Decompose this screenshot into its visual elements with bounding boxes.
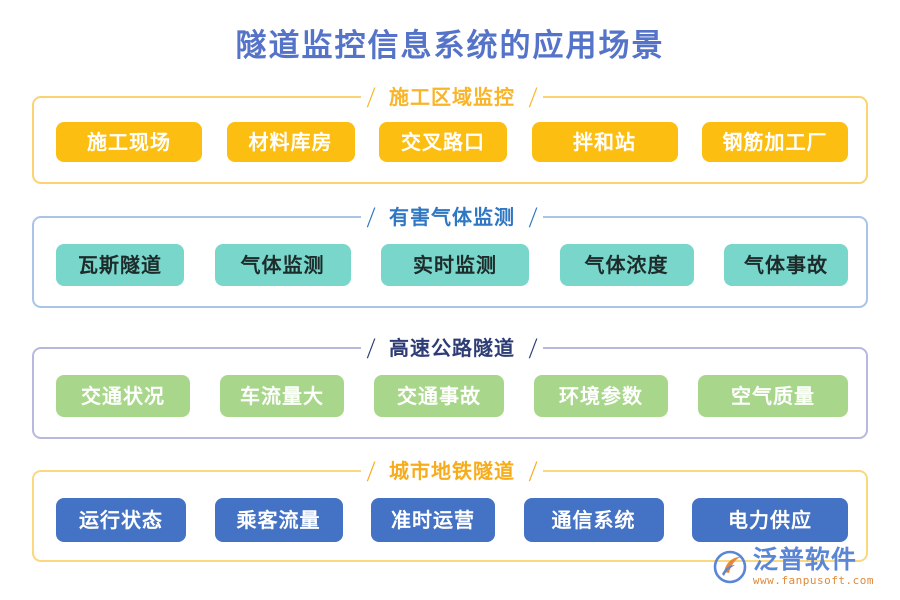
- pill-item[interactable]: 材料库房: [226, 122, 355, 162]
- fanpu-logo-icon: [713, 550, 747, 584]
- pill-item[interactable]: 电力供应: [692, 498, 848, 542]
- section-header: / 高速公路隧道 /: [34, 334, 870, 362]
- pill-item[interactable]: 实时监测: [381, 244, 529, 286]
- section-header: / 有害气体监测 /: [34, 203, 870, 231]
- watermark-brand: 泛普软件: [752, 545, 857, 574]
- pill-row: 施工现场 材料库房 交叉路口 拌和站 钢筋加工厂: [34, 122, 870, 162]
- section-header: / 城市地铁隧道 /: [34, 457, 870, 485]
- pill-item[interactable]: 交叉路口: [379, 122, 507, 162]
- pill-item[interactable]: 钢筋加工厂: [702, 122, 848, 162]
- pill-item[interactable]: 运行状态: [56, 498, 186, 542]
- pill-item[interactable]: 拌和站: [531, 122, 678, 162]
- slash-left-decor: /: [365, 203, 376, 231]
- pill-item[interactable]: 乘客流量: [214, 498, 343, 542]
- pill-item[interactable]: 准时运营: [371, 498, 495, 542]
- slash-right-decor: /: [528, 203, 539, 231]
- pill-item[interactable]: 气体事故: [724, 244, 848, 286]
- section-title: 有害气体监测: [389, 205, 515, 229]
- slash-right-decor: /: [528, 457, 539, 485]
- pill-row: 瓦斯隧道 气体监测 实时监测 气体浓度 气体事故: [34, 244, 870, 286]
- pill-item[interactable]: 交通事故: [374, 375, 504, 417]
- slash-right-decor: /: [528, 334, 539, 362]
- section-highway-tunnel: / 高速公路隧道 / 交通状况 车流量大 交通事故 环境参数 空气质量: [32, 334, 870, 439]
- section-construction-area-monitoring: / 施工区域监控 / 施工现场 材料库房 交叉路口 拌和站 钢筋加工厂: [32, 83, 870, 184]
- pill-item[interactable]: 环境参数: [534, 375, 668, 417]
- section-title: 施工区域监控: [389, 85, 515, 109]
- pill-item[interactable]: 通信系统: [523, 498, 664, 542]
- pill-item[interactable]: 交通状况: [56, 375, 190, 417]
- section-harmful-gas-monitoring: / 有害气体监测 / 瓦斯隧道 气体监测 实时监测 气体浓度 气体事故: [32, 203, 870, 308]
- page-title: 隧道监控信息系统的应用场景: [235, 28, 665, 64]
- section-title: 城市地铁隧道: [389, 459, 515, 483]
- watermark: 泛普软件 www.fanpusoft.com: [713, 547, 874, 586]
- pill-item[interactable]: 车流量大: [220, 375, 344, 417]
- slash-left-decor: /: [365, 83, 376, 111]
- pill-item[interactable]: 施工现场: [56, 122, 202, 162]
- section-title: 高速公路隧道: [389, 336, 515, 360]
- pill-row: 交通状况 车流量大 交通事故 环境参数 空气质量: [34, 375, 870, 417]
- pill-item[interactable]: 气体浓度: [559, 244, 694, 286]
- slash-right-decor: /: [528, 83, 539, 111]
- pill-item[interactable]: 瓦斯隧道: [56, 244, 184, 286]
- pill-item[interactable]: 气体监测: [214, 244, 351, 286]
- pill-item[interactable]: 空气质量: [698, 375, 848, 417]
- watermark-text: 泛普软件 www.fanpusoft.com: [753, 547, 874, 586]
- slash-left-decor: /: [365, 334, 376, 362]
- pill-row: 运行状态 乘客流量 准时运营 通信系统 电力供应: [34, 498, 870, 542]
- section-header: / 施工区域监控 /: [34, 83, 870, 111]
- watermark-url: www.fanpusoft.com: [752, 574, 874, 587]
- slash-left-decor: /: [365, 457, 376, 485]
